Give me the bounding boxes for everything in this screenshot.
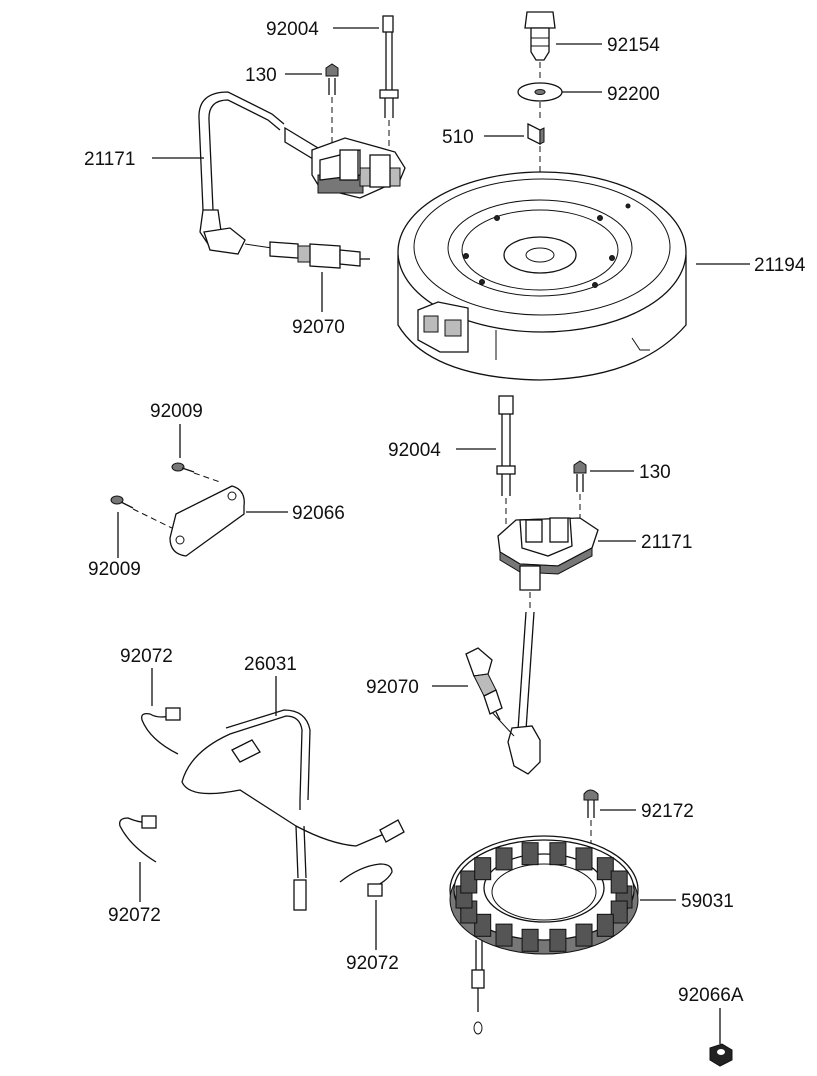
bolt-130-mid	[573, 460, 587, 525]
clamp-92072-b	[119, 815, 157, 863]
stator-tooth	[575, 923, 593, 947]
label-92004-top: 92004	[266, 19, 319, 40]
bolt-130-top	[325, 63, 339, 150]
stator-tooth	[596, 857, 614, 881]
label-130-top: 130	[245, 65, 277, 86]
stator-tooth	[596, 913, 614, 937]
stator-tooth	[549, 928, 567, 952]
ignition-coil-mid	[489, 517, 599, 775]
clamp-92072-c	[339, 863, 393, 897]
wire-harness-26031	[181, 709, 405, 911]
spark-plug-top	[244, 241, 370, 269]
stator-tooth	[495, 923, 513, 947]
stator-tooth	[521, 842, 539, 866]
screw-92009-bottom	[110, 495, 173, 529]
stator-tooth	[610, 900, 628, 924]
label-92200: 92200	[607, 84, 660, 105]
stator-tooth	[474, 913, 492, 937]
washer-92200	[517, 82, 563, 120]
label-21171-mid: 21171	[641, 532, 692, 553]
stator-tooth	[460, 870, 478, 894]
label-92070-top: 92070	[292, 317, 345, 338]
stator-tooth	[610, 870, 628, 894]
label-59031: 59031	[681, 891, 734, 912]
screw-92172	[583, 789, 599, 846]
clamp-92072-a	[141, 707, 181, 755]
label-92009-top: 92009	[150, 401, 203, 422]
label-21194: 21194	[754, 255, 806, 276]
label-92004-mid: 92004	[388, 440, 441, 461]
leader-lines	[117, 27, 750, 1044]
label-510: 510	[442, 127, 474, 148]
spark-plug-mid	[465, 647, 503, 721]
nut-92066A	[709, 1043, 733, 1067]
cover-plate-92066	[169, 485, 245, 557]
key-510	[527, 122, 545, 240]
stud-92004-mid	[496, 395, 516, 525]
bolt-92154	[524, 11, 556, 82]
label-92009-bottom: 92009	[88, 559, 141, 580]
stud-92004-top	[379, 15, 399, 150]
stator-tooth	[495, 847, 513, 871]
label-92154: 92154	[607, 35, 660, 56]
stator-59031	[449, 835, 639, 1035]
ignition-coil-top	[198, 91, 406, 255]
stator-tooth	[549, 842, 567, 866]
label-92066: 92066	[292, 503, 345, 524]
stator-tooth	[521, 928, 539, 952]
stator-tooth	[575, 847, 593, 871]
label-92072-c: 92072	[346, 953, 399, 974]
label-92072-a: 92072	[120, 646, 173, 667]
label-92066A: 92066A	[678, 985, 744, 1006]
label-92172: 92172	[641, 801, 694, 822]
label-26031: 26031	[244, 654, 297, 675]
label-21171-top: 21171	[84, 149, 135, 170]
label-92070-mid: 92070	[366, 677, 419, 698]
label-130-mid: 130	[639, 462, 671, 483]
label-92072-b: 92072	[108, 905, 161, 926]
screw-92009-top	[171, 462, 221, 483]
flywheel-21194	[397, 171, 687, 381]
stator-tooth	[474, 857, 492, 881]
